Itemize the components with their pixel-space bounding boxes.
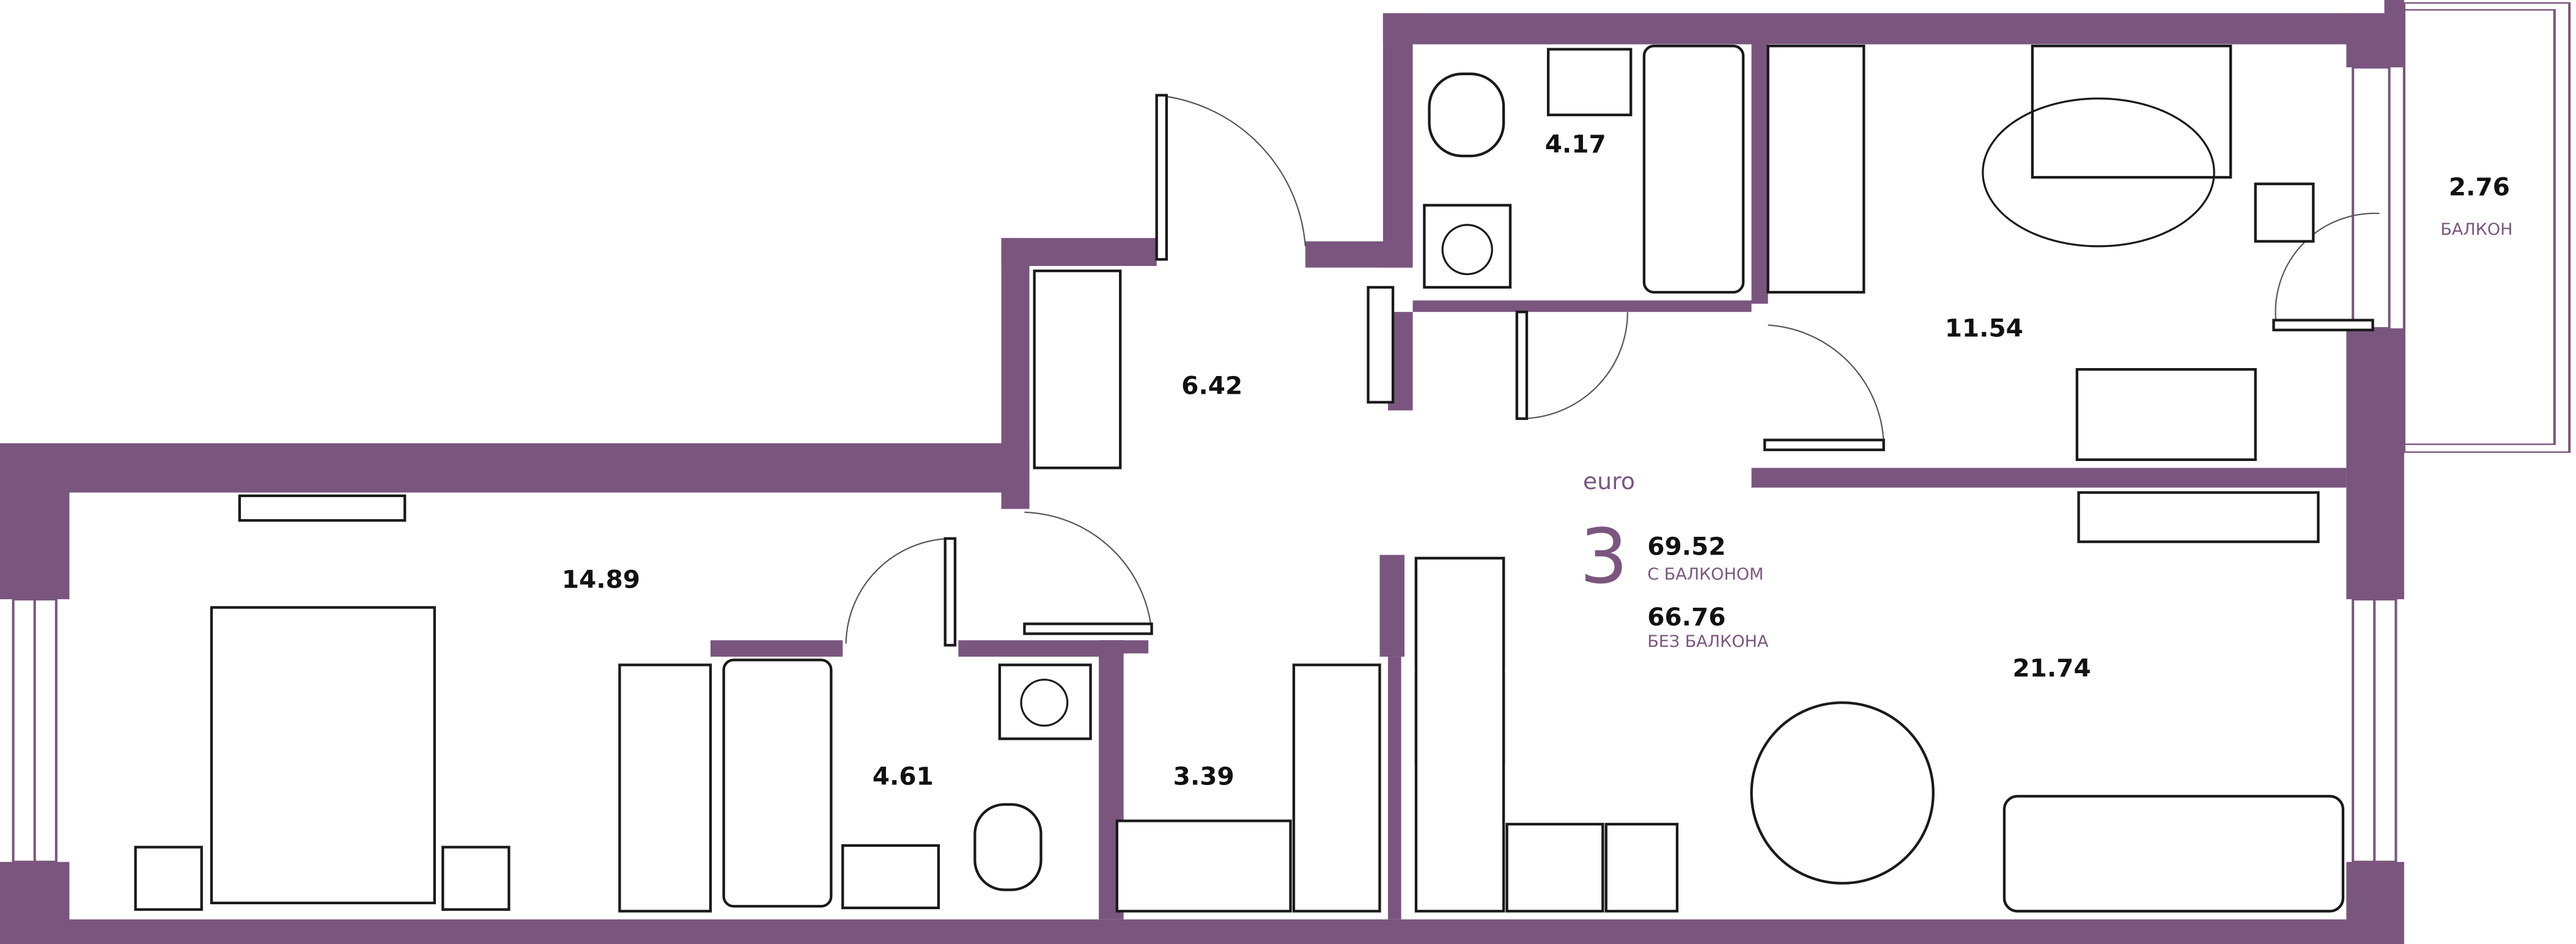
- washer-bottom: [998, 663, 1092, 740]
- nightstand-left: [134, 846, 203, 911]
- washer-top: [1423, 204, 1512, 289]
- bed-left: [210, 606, 436, 905]
- nightstand: [2254, 182, 2315, 243]
- kitchen-sink: [1505, 822, 1604, 913]
- toilet-top: [1428, 72, 1505, 158]
- sofa: [2002, 795, 2345, 913]
- dining-table: [1750, 701, 1935, 885]
- type-label: euro: [1583, 468, 1635, 495]
- bed-right: [2031, 45, 2232, 179]
- kitchen-cabinet: [1604, 822, 1679, 913]
- area-bedroom-left: 14.89: [562, 564, 640, 594]
- rooms-count: 3: [1579, 514, 1628, 602]
- furniture: [134, 45, 2345, 913]
- area-living-kitchen: 21.74: [2012, 653, 2091, 682]
- balcony-label: БАЛКОН: [2440, 220, 2512, 239]
- nightstand-left2: [441, 846, 511, 911]
- tv-living: [2077, 491, 2320, 544]
- wardrobe-closet: [1292, 663, 1381, 913]
- area-bedroom-right: 11.54: [1945, 314, 2023, 343]
- toilet-bottom: [973, 803, 1043, 891]
- area-bathroom-top: 4.17: [1545, 130, 1606, 159]
- sink-bottom: [841, 844, 940, 910]
- apartment-summary: euro 3 69.52 С БАЛКОНОМ 66.76 БЕЗ БАЛКОН…: [1579, 468, 1768, 651]
- walls: [0, 0, 2404, 944]
- shelf-closet: [1115, 819, 1292, 913]
- area-closet: 3.39: [1173, 762, 1234, 791]
- without-balcony-label: БЕЗ БАЛКОНА: [1647, 632, 1769, 651]
- windows: [12, 66, 2397, 863]
- tv-bedroom: [238, 494, 407, 522]
- bathtub-bottom: [722, 658, 833, 908]
- area-balcony: 2.76: [2449, 172, 2510, 202]
- sink-top: [1546, 48, 1633, 117]
- wardrobe-bedroom-left: [618, 663, 712, 913]
- total-without-balcony: 66.76: [1647, 602, 1725, 632]
- room-labels: 4.17 6.42 11.54 2.76 БАЛКОН 14.89 4.61 3…: [562, 130, 2513, 791]
- area-hallway: 6.42: [1181, 371, 1242, 400]
- area-bathroom-bottom: 4.61: [873, 762, 934, 791]
- total-with-balcony: 69.52: [1647, 532, 1725, 561]
- kitchen-counter: [1414, 556, 1505, 913]
- bathtub-top: [1642, 45, 1745, 294]
- balcony[interactable]: [2402, 2, 2571, 453]
- wardrobe-bedroom-right: [1766, 45, 1866, 294]
- desk: [2075, 368, 2257, 462]
- doors[interactable]: [845, 94, 2380, 647]
- radiator: [1367, 286, 1395, 404]
- wardrobe-hall: [1033, 269, 1122, 470]
- with-balcony-label: С БАЛКОНОМ: [1647, 565, 1763, 584]
